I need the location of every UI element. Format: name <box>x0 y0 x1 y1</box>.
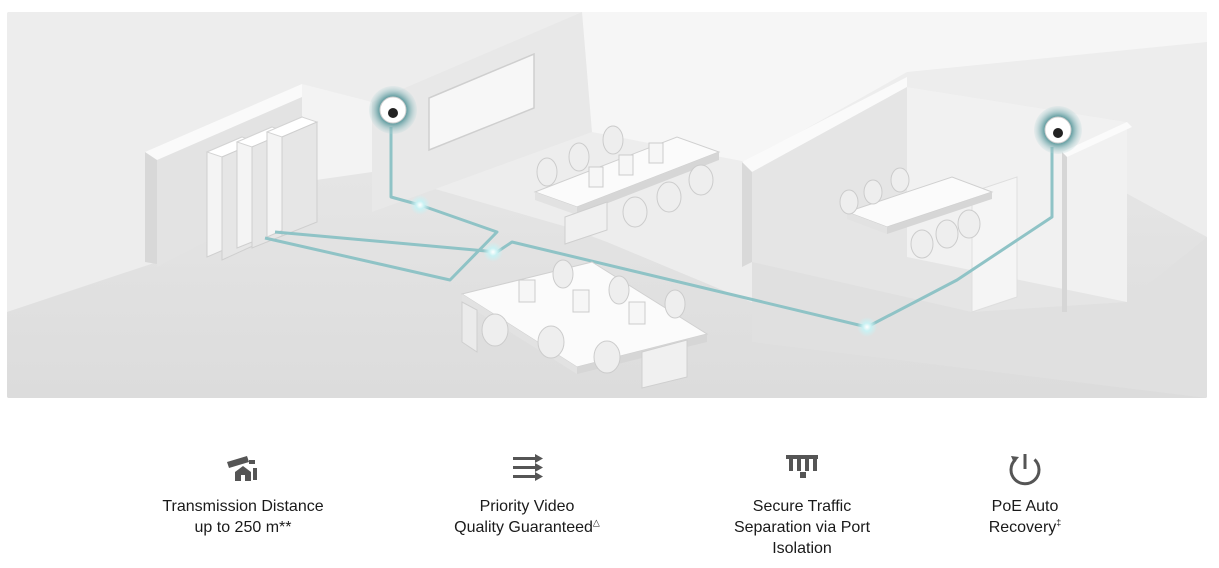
whiteboard <box>428 52 535 152</box>
server-racks <box>205 116 319 261</box>
feature-label-line2: Recovery <box>988 519 1057 536</box>
feature-label-line1: Secure Traffic <box>752 498 852 515</box>
feature-label-line2: up to 250 m** <box>194 519 292 536</box>
desk-cluster <box>533 125 721 245</box>
priority-arrows-icon <box>513 454 543 481</box>
feature-label-line1: Transmission Distance <box>162 498 324 515</box>
office-network-illustration <box>7 12 1207 398</box>
feature-label-line2: Separation via Port <box>733 519 871 536</box>
feature-row: Transmission Distance up to 250 m** Prio… <box>0 440 1219 568</box>
network-cables <box>264 127 1054 329</box>
feature-transmission-distance: Transmission Distance up to 250 m** <box>123 450 363 538</box>
dome-camera <box>369 86 417 134</box>
port-isolation-icon <box>786 455 818 478</box>
feature-label-line2: Quality Guaranteed <box>454 519 593 536</box>
network-node <box>483 242 503 262</box>
feature-label-line1: PoE Auto <box>991 498 1059 515</box>
footnote-mark: ‡ <box>1056 517 1062 528</box>
network-node <box>410 195 430 215</box>
footnote-mark: △ <box>592 517 600 528</box>
camera-house-icon <box>227 456 257 481</box>
feature-label-line3: Isolation <box>772 540 832 557</box>
feature-label-line1: Priority Video <box>479 498 575 515</box>
meeting-table <box>839 167 994 259</box>
dome-camera <box>1034 106 1082 154</box>
feature-port-isolation: Secure Traffic Separation via Port Isola… <box>682 450 922 559</box>
feature-poe-auto-recovery: PoE Auto Recovery‡ <box>905 450 1145 538</box>
network-node <box>857 317 877 337</box>
power-recovery-icon <box>1009 454 1041 486</box>
desk-cluster <box>460 259 709 389</box>
feature-priority-video: Priority Video Quality Guaranteed△ <box>407 450 647 538</box>
